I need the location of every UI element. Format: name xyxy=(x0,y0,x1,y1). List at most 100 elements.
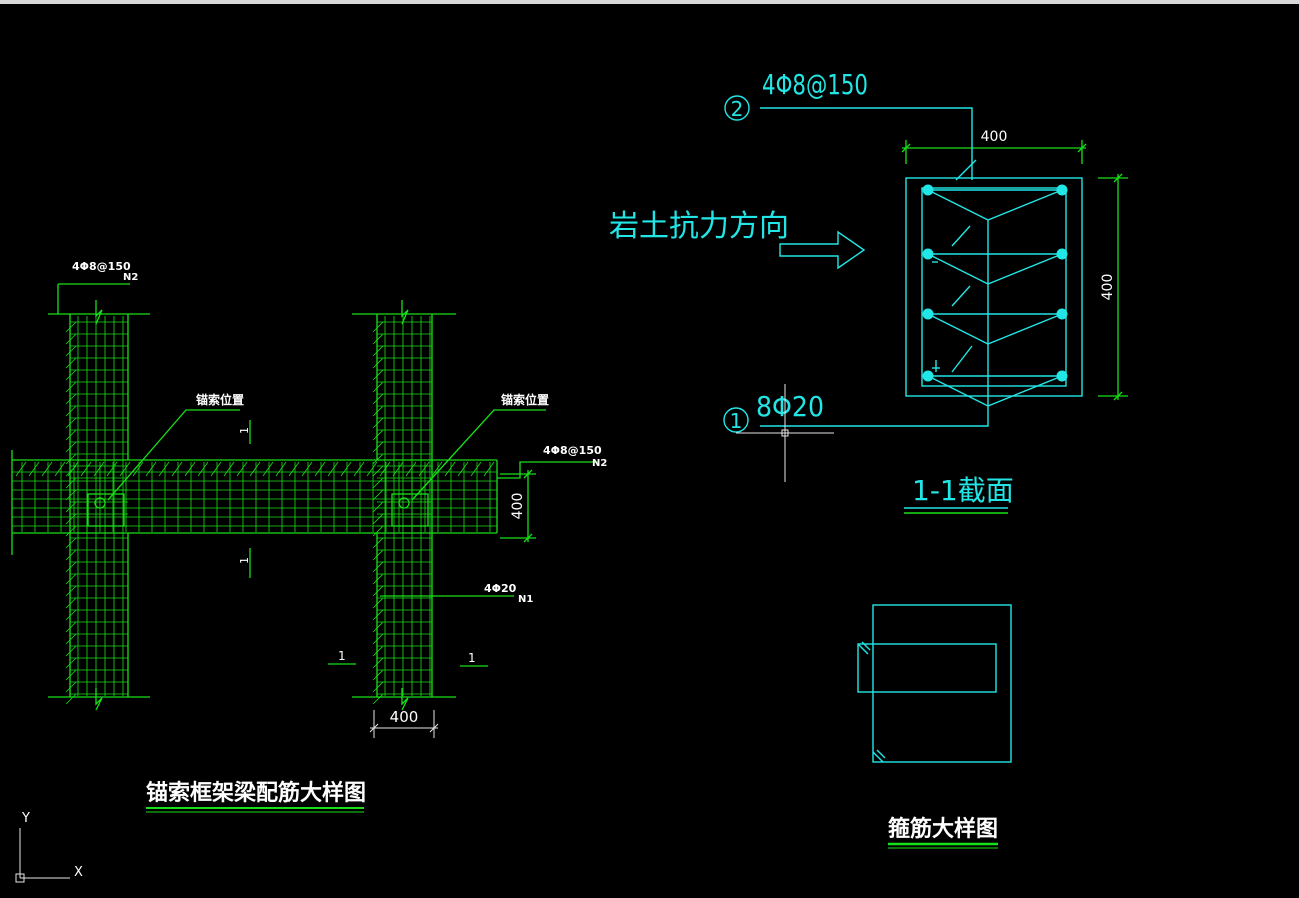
callout-2-circle xyxy=(724,95,750,121)
hook-line xyxy=(372,621,384,633)
beam-hook-line xyxy=(444,461,456,477)
beam-hook-line xyxy=(132,461,144,477)
hook-line xyxy=(65,537,77,549)
beam-hook-line xyxy=(275,461,287,477)
hook-line xyxy=(372,405,384,417)
hook-line xyxy=(65,513,77,525)
ucs-axis-icon[interactable]: Y X xyxy=(15,811,83,883)
stirrup-inner xyxy=(857,643,997,693)
hook-line xyxy=(372,585,384,597)
section-width-dim-text: 400 xyxy=(981,129,1008,145)
callout-2-leader xyxy=(760,107,973,180)
beam-hook-line xyxy=(470,461,482,477)
beam-hook-line xyxy=(379,461,391,477)
hook-line xyxy=(65,621,77,633)
rebar-dot xyxy=(922,248,934,260)
main-bar-tag: N1 xyxy=(518,594,533,605)
hook-line xyxy=(65,561,77,573)
beam-hook-line xyxy=(392,461,404,477)
beam-hook-line xyxy=(418,461,430,477)
beam-hook-line xyxy=(80,461,92,477)
hook-line xyxy=(372,669,384,681)
main-bar-label: 4Φ20 xyxy=(484,582,517,595)
section-mark-1a: 1 xyxy=(238,427,251,434)
hook-line xyxy=(372,333,384,345)
anchor-right-circle xyxy=(398,497,410,509)
hook-line xyxy=(65,453,77,465)
hook-line xyxy=(65,669,77,681)
hook-line xyxy=(372,549,384,561)
hook-line xyxy=(65,345,77,357)
leader-stirrup-right xyxy=(497,461,598,479)
beam-depth-dim-text: 400 xyxy=(510,493,526,520)
callout-1-leader xyxy=(760,406,989,427)
callout-2-text: 4Φ8@150 xyxy=(762,68,868,101)
hook-line xyxy=(65,657,77,669)
ucs-x-label: X xyxy=(74,865,83,880)
hook-line xyxy=(372,477,384,489)
beam-hook-line xyxy=(340,461,352,477)
hook-line xyxy=(372,489,384,501)
hook-line xyxy=(372,369,384,381)
hook-line xyxy=(372,681,384,693)
anchor-label-left: 锚索位置 xyxy=(196,392,244,407)
anchor-left-plate xyxy=(87,493,125,527)
rebar-dot xyxy=(922,184,934,196)
rebar-dot xyxy=(1056,248,1068,260)
stirrup-detail: 箍筋大样图 xyxy=(857,604,1012,849)
rebar-dot xyxy=(922,308,934,320)
hook-line xyxy=(65,573,77,585)
beam-hook-line xyxy=(106,461,118,477)
hook-line xyxy=(65,597,77,609)
beam-hook-line xyxy=(249,461,261,477)
window-top-edge xyxy=(0,0,1299,4)
beam-hook-line xyxy=(67,461,79,477)
hook-line xyxy=(372,501,384,513)
hook-line xyxy=(372,597,384,609)
hook-line xyxy=(372,381,384,393)
rebar-dot xyxy=(1056,370,1068,382)
hook-line xyxy=(372,321,384,333)
hook-line xyxy=(372,441,384,453)
section-mark-1b: 1 xyxy=(238,557,251,564)
hook-line xyxy=(372,645,384,657)
hook-line xyxy=(65,369,77,381)
beam-hook-line xyxy=(431,461,443,477)
force-direction-label: 岩土抗力方向 xyxy=(609,209,789,244)
beam-hook-line xyxy=(301,461,313,477)
hook-line xyxy=(65,441,77,453)
hook-line xyxy=(372,561,384,573)
hook-line xyxy=(372,513,384,525)
section-mark-1d: 1 xyxy=(468,651,476,665)
section-title: 1-1截面 xyxy=(912,474,1014,507)
right-column xyxy=(352,300,456,711)
beam-hook-line xyxy=(54,461,66,477)
hook-line xyxy=(65,357,77,369)
hook-line xyxy=(65,381,77,393)
leader-anchor-right xyxy=(411,409,546,501)
beam-hook-line xyxy=(171,461,183,477)
hook-line xyxy=(372,393,384,405)
leader-anchor-left xyxy=(107,409,240,501)
hook-line xyxy=(65,393,77,405)
section-height-dimension xyxy=(1098,173,1128,401)
hook-line xyxy=(65,525,77,537)
hook-line xyxy=(65,501,77,513)
cad-drawing-canvas[interactable]: 4Φ8@150 N2 锚索位置 锚索位置 4Φ8@150 N2 4Φ20 N1 … xyxy=(0,4,1299,898)
hook-line xyxy=(65,585,77,597)
beam-hook-line xyxy=(457,461,469,477)
beam-hook-line xyxy=(405,461,417,477)
hook-line xyxy=(65,321,77,333)
beam-hook-line xyxy=(236,461,248,477)
beam-hook-line xyxy=(119,461,131,477)
section-outline xyxy=(905,177,1083,397)
callout-1-text: 8Φ20 xyxy=(756,390,824,423)
hook-line xyxy=(65,549,77,561)
beam-hook-line xyxy=(353,461,365,477)
column-width-dimension xyxy=(369,710,439,738)
section-mark-lines xyxy=(249,420,488,667)
beam-hook-line xyxy=(288,461,300,477)
beam-hook-line xyxy=(158,461,170,477)
beam-hook-line xyxy=(197,461,209,477)
beam-hook-line xyxy=(184,461,196,477)
